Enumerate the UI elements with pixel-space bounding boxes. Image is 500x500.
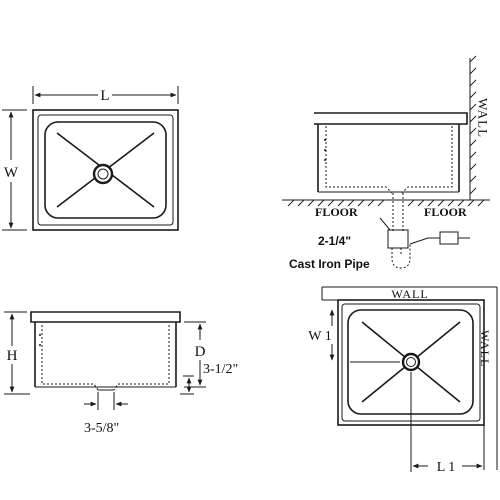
top-view: L W	[2, 86, 179, 231]
drain-width-label: 3-5/8"	[84, 421, 119, 436]
wall-section: WALL	[469, 55, 491, 200]
drain-pipe	[379, 193, 470, 269]
floor-section: FLOOR FLOOR	[282, 199, 490, 219]
wall-label-right: WALL	[478, 330, 492, 367]
pipe-size-label: 2-1/4"	[318, 234, 351, 248]
floor-label-left: FLOOR	[315, 205, 358, 219]
top-view-sink	[32, 109, 179, 231]
front-view: H D 3-1/2" 3-5/8"	[4, 311, 238, 436]
width-label: W	[4, 165, 19, 181]
length-dimension: L	[32, 86, 179, 104]
l1-label: L 1	[437, 460, 456, 475]
height-dimension: H	[4, 311, 30, 395]
drain-width-dimension: 3-5/8"	[84, 392, 128, 436]
drain-height-dimension: 3-1/2"	[180, 362, 238, 395]
corner-view: WALL WALL W 1 L 1	[308, 286, 498, 475]
wall-label-top: WALL	[391, 287, 428, 301]
w1-label: W 1	[308, 329, 331, 344]
depth-dimension: D	[184, 321, 206, 388]
side-view: WALL	[282, 55, 491, 271]
width-dimension: W	[2, 109, 27, 231]
w1-dimension: W 1	[308, 309, 400, 363]
floor-label-right: FLOOR	[424, 205, 467, 219]
side-view-sink	[314, 112, 468, 194]
length-label: L	[100, 88, 109, 104]
drain-height-label: 3-1/2"	[203, 362, 238, 377]
wall-label-side: WALL	[476, 98, 491, 138]
front-view-sink	[30, 311, 181, 391]
height-label: H	[7, 348, 18, 364]
pipe-type-label: Cast Iron Pipe	[289, 257, 370, 271]
l1-dimension: L 1	[410, 372, 483, 475]
depth-label: D	[195, 344, 206, 360]
